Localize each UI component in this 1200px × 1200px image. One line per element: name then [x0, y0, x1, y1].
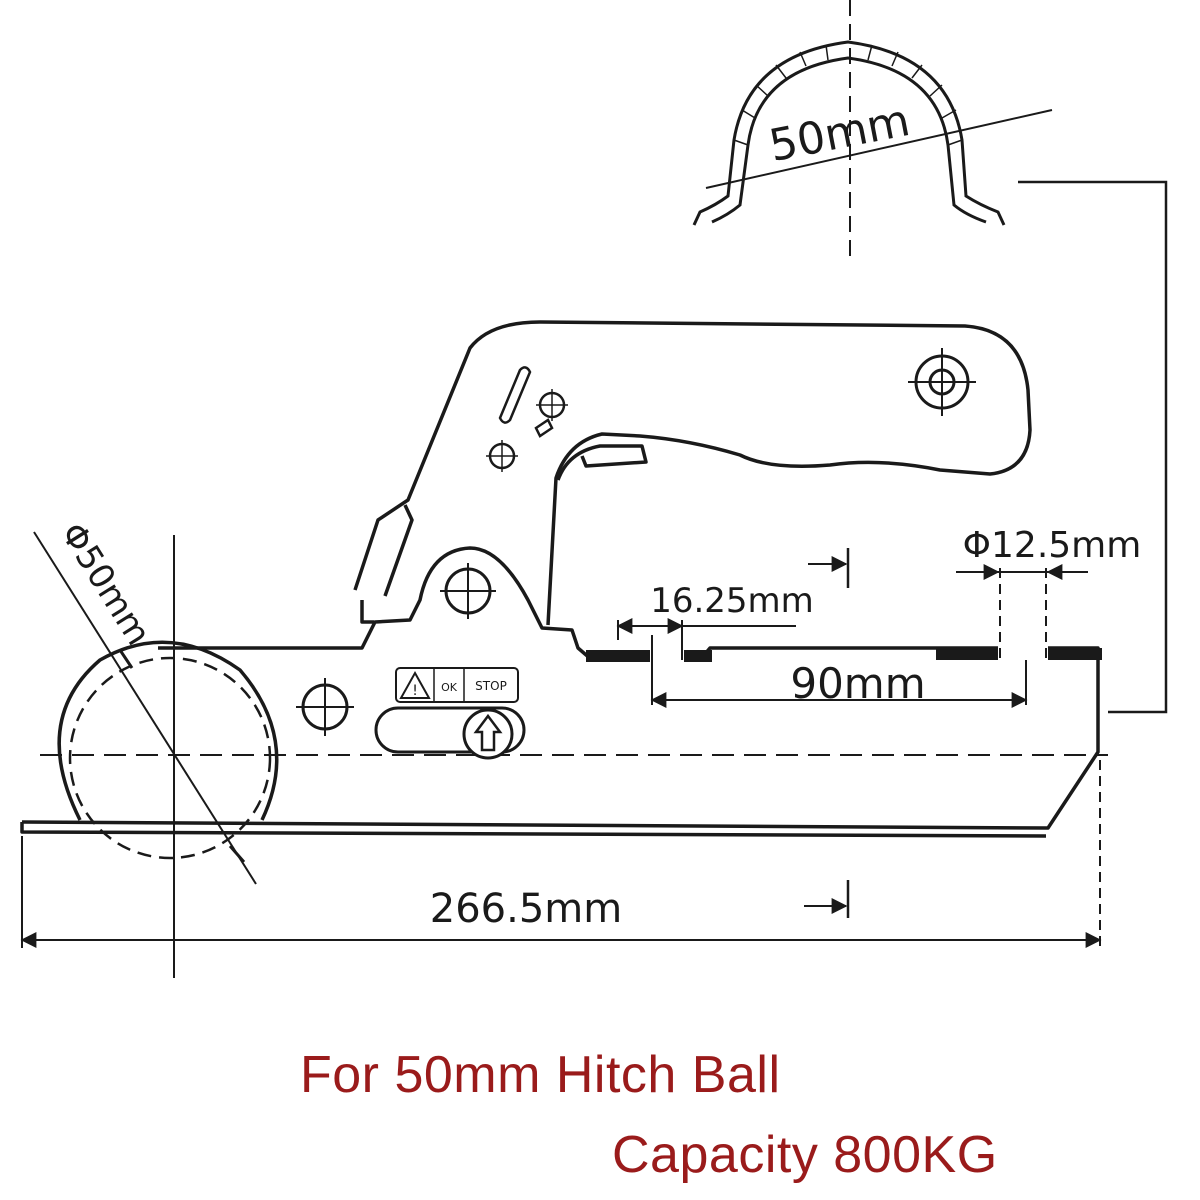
ball-diameter-dimension-line [33, 531, 257, 885]
overall-length-label: 266.5mm [430, 886, 622, 932]
body-bolt-hole [296, 678, 354, 736]
hole-offset-label: 16.25mm [650, 581, 814, 621]
hitch-ball-outline [57, 640, 279, 821]
bracket-connector-line [1018, 180, 1168, 714]
ok-label: OK [441, 681, 458, 694]
caption-hitch-ball: For 50mm Hitch Ball [300, 1046, 781, 1104]
handle-pivot-bolt [908, 348, 976, 416]
warning-exclamation: ! [412, 683, 418, 699]
mounting-holes [586, 646, 1102, 664]
u-bracket-detail [692, 40, 1006, 226]
pivot-bolt-main [440, 563, 496, 619]
up-arrow-icon [473, 713, 503, 752]
u-bracket-dimension-line [705, 109, 1053, 189]
coupler-body [20, 320, 1100, 838]
hole-diameter-label: Φ12.5mm [963, 525, 1142, 566]
hole-spacing-label: 90mm [790, 659, 925, 708]
ball-diameter-label: Φ50mm [52, 516, 158, 653]
hitch-ball-hidden-circle [68, 656, 272, 860]
handle-small-bolts [486, 366, 568, 472]
warning-triangle-icon [399, 670, 431, 699]
ball-dimension-tick-bottom [228, 845, 246, 863]
caption-capacity: Capacity 800KG [612, 1126, 998, 1184]
ball-dimension-tick-top [118, 649, 134, 669]
saddle-width-label: 50mm [765, 95, 914, 172]
warning-sticker: ! OK STOP [395, 667, 519, 703]
safety-indicator [374, 706, 526, 760]
stop-label: STOP [475, 679, 507, 693]
